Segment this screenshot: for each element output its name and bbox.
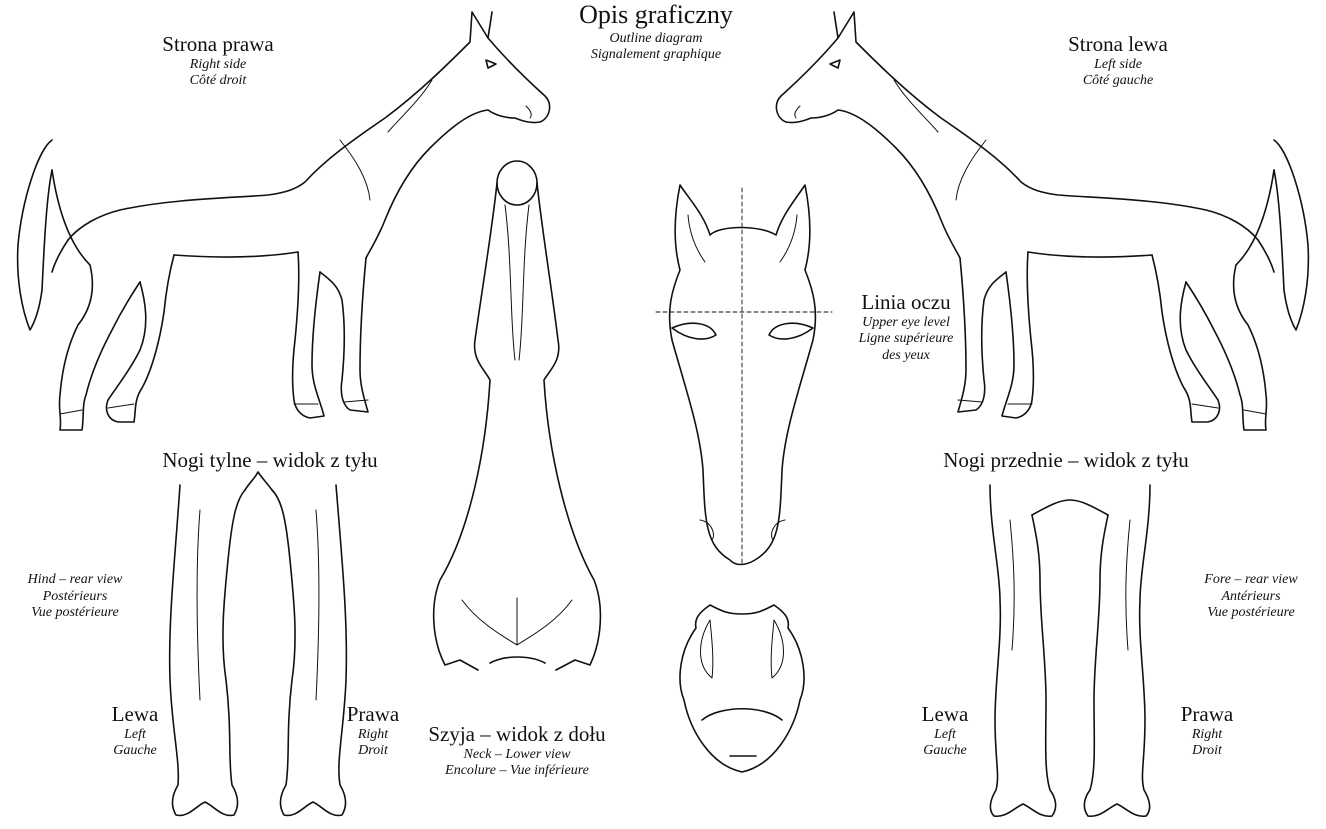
fore-legs-rear-view [990, 485, 1150, 816]
hind-legs-rear-view [170, 472, 347, 815]
fore-legs-title: Nogi przednie – widok z tyłu [916, 448, 1216, 473]
hind-legs-fr1: Postérieurs [0, 589, 150, 606]
hind-legs-translation: Hind – rear view Postérieurs Vue postéri… [0, 572, 150, 622]
hind-left-label: Lewa Left Gauche [100, 702, 170, 760]
fore-legs-translation: Fore – rear view Antérieurs Vue postérie… [1176, 572, 1326, 622]
right-side-en: Right side [118, 57, 318, 74]
fore-right-en: Right [1172, 727, 1242, 744]
eye-line-main: Linia oczu [826, 290, 986, 315]
eye-line-fr1: Ligne supérieure [826, 331, 986, 348]
fore-legs-en: Fore – rear view [1176, 572, 1326, 589]
neck-en: Neck – Lower view [412, 747, 622, 764]
hind-legs-fr2: Vue postérieure [0, 605, 150, 622]
left-side-label: Strona lewa Left side Côté gauche [1018, 32, 1218, 90]
title-fr: Signalement graphique [536, 47, 776, 64]
muzzle-view [680, 605, 804, 772]
fore-left-en: Left [910, 727, 980, 744]
fore-left-label: Lewa Left Gauche [910, 702, 980, 760]
neck-label: Szyja – widok z dołu Neck – Lower view E… [412, 722, 622, 780]
neck-fr: Encolure – Vue inférieure [412, 763, 622, 780]
eye-line-en: Upper eye level [826, 315, 986, 332]
hind-right-fr: Droit [338, 743, 408, 760]
fore-right-main: Prawa [1172, 702, 1242, 727]
hind-left-fr: Gauche [100, 743, 170, 760]
fore-right-fr: Droit [1172, 743, 1242, 760]
left-side-en: Left side [1018, 57, 1218, 74]
left-side-main: Strona lewa [1018, 32, 1218, 57]
neck-main: Szyja – widok z dołu [412, 722, 622, 747]
eye-line-label: Linia oczu Upper eye level Ligne supérie… [826, 290, 986, 364]
fore-left-main: Lewa [910, 702, 980, 727]
hind-legs-en: Hind – rear view [0, 572, 150, 589]
hind-left-main: Lewa [100, 702, 170, 727]
title-en: Outline diagram [536, 31, 776, 48]
fore-legs-fr1: Antérieurs [1176, 589, 1326, 606]
right-side-fr: Côté droit [118, 73, 318, 90]
left-side-fr: Côté gauche [1018, 73, 1218, 90]
right-side-label: Strona prawa Right side Côté droit [118, 32, 318, 90]
hind-right-label: Prawa Right Droit [338, 702, 408, 760]
head-front-view [656, 185, 832, 565]
title-main: Opis graficzny [536, 0, 776, 31]
fore-legs-fr2: Vue postérieure [1176, 605, 1326, 622]
right-side-main: Strona prawa [118, 32, 318, 57]
eye-line-fr2: des yeux [826, 348, 986, 365]
neck-lower-view [434, 161, 601, 670]
fore-legs-main: Nogi przednie – widok z tyłu [916, 448, 1216, 473]
fore-left-fr: Gauche [910, 743, 980, 760]
hind-legs-main: Nogi tylne – widok z tyłu [120, 448, 420, 473]
title-label: Opis graficzny Outline diagram Signaleme… [536, 0, 776, 64]
fore-right-label: Prawa Right Droit [1172, 702, 1242, 760]
hind-left-en: Left [100, 727, 170, 744]
hind-right-main: Prawa [338, 702, 408, 727]
hind-legs-title: Nogi tylne – widok z tyłu [120, 448, 420, 473]
hind-right-en: Right [338, 727, 408, 744]
